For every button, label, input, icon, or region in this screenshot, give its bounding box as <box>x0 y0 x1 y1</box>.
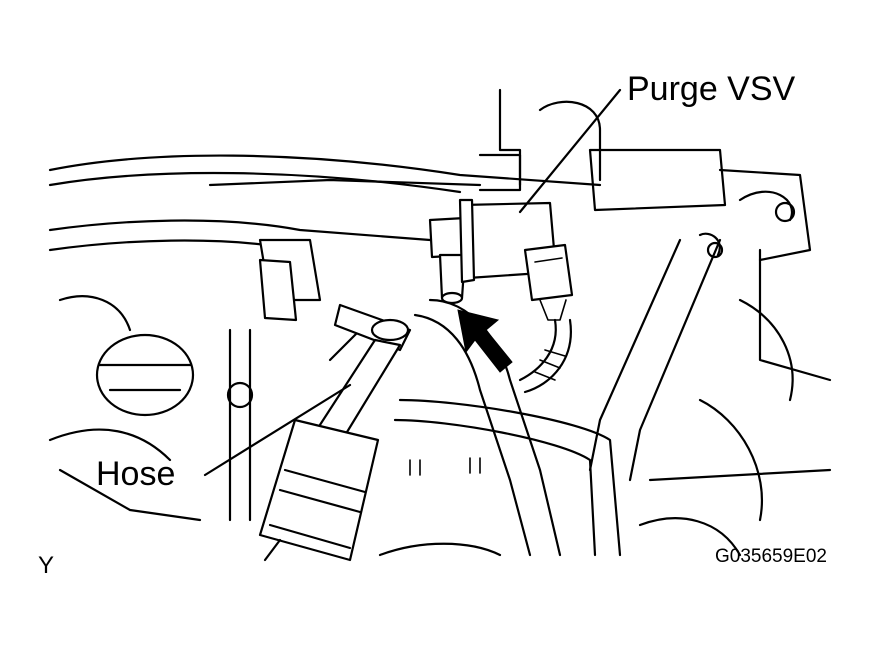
purge-vsv-leader-line <box>518 88 622 214</box>
direction-arrow <box>457 309 513 373</box>
figure-code-label: G035659E02 <box>715 546 827 567</box>
engine-background-lines <box>48 88 832 562</box>
view-mark-label: Y <box>38 552 55 579</box>
hose-label: Hose <box>96 455 176 493</box>
hose-leader-line <box>203 383 352 477</box>
purge-vsv-label: Purge VSV <box>627 70 796 108</box>
